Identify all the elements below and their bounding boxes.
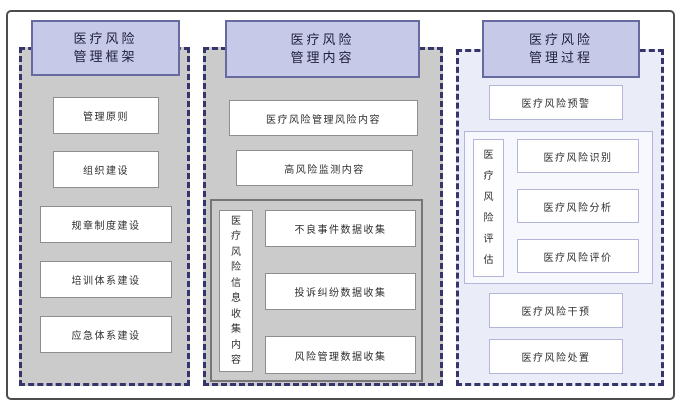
label-risk-assessment-text: 医疗风险评估 xyxy=(483,150,494,266)
header-framework: 医疗风险 管理框架 xyxy=(31,20,180,76)
header-framework-line1: 医疗风险 xyxy=(73,30,138,46)
box-risk-analysis: 医疗风险分析 xyxy=(517,189,639,223)
box-emergency-system-building: 应急体系建设 xyxy=(40,316,172,353)
header-framework-line2: 管理框架 xyxy=(73,49,138,64)
header-process-line2: 管理过程 xyxy=(528,50,593,65)
box-risk-intervention: 医疗风险干预 xyxy=(489,293,623,328)
header-process-line1: 医疗风险 xyxy=(528,31,593,47)
box-rules-system-building: 规章制度建设 xyxy=(40,206,172,243)
box-risk-disposal: 医疗风险处置 xyxy=(489,339,623,374)
box-risk-management-content: 医疗风险管理风险内容 xyxy=(229,100,418,136)
box-risk-management-data-collection: 风险管理数据收集 xyxy=(265,336,416,374)
box-adverse-event-data-collection: 不良事件数据收集 xyxy=(265,210,416,247)
box-risk-identification: 医疗风险识别 xyxy=(517,139,639,173)
header-process: 医疗风险 管理过程 xyxy=(482,20,640,78)
box-complaint-dispute-data-collection: 投诉纠纷数据收集 xyxy=(265,273,416,310)
box-management-principles: 管理原则 xyxy=(53,97,159,134)
header-content-line2: 管理内容 xyxy=(290,50,355,65)
label-risk-assessment: 医疗风险评估 xyxy=(473,139,504,277)
box-risk-evaluation: 医疗风险评价 xyxy=(517,239,639,273)
box-high-risk-monitoring: 高风险监测内容 xyxy=(236,150,413,186)
label-info-collection-text: 医疗风险信息收集内容 xyxy=(231,215,241,367)
box-risk-early-warning: 医疗风险预警 xyxy=(489,85,623,120)
header-content: 医疗风险 管理内容 xyxy=(225,20,420,78)
box-training-system-building: 培训体系建设 xyxy=(40,261,172,298)
box-organization-building: 组织建设 xyxy=(53,151,159,188)
label-info-collection: 医疗风险信息收集内容 xyxy=(219,210,253,372)
header-content-line1: 医疗风险 xyxy=(290,31,355,47)
